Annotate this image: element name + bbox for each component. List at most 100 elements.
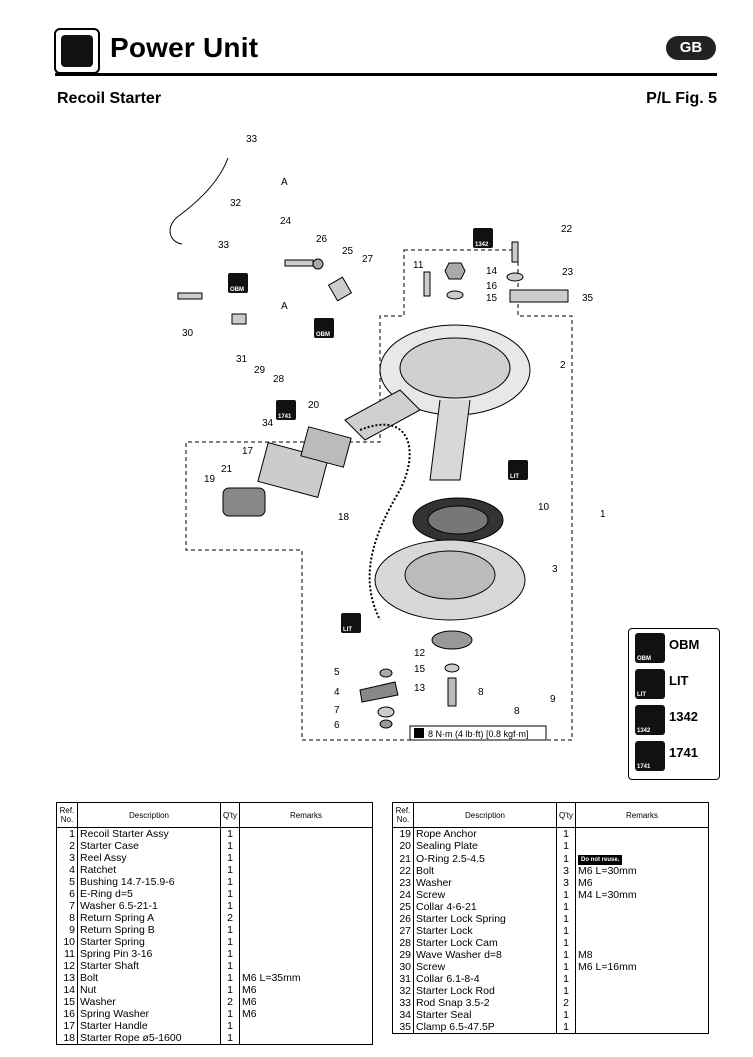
cell-desc: Return Spring A	[77, 912, 221, 924]
callout-27: 27	[362, 254, 374, 265]
cell-qty: 1	[556, 925, 576, 937]
cell-ref: 27	[392, 925, 414, 937]
torque-spec: 8 N·m (4 lb·ft) [0.8 kgf·m]	[428, 729, 529, 739]
cell-ref: 16	[56, 1008, 78, 1020]
torque-box	[409, 725, 547, 741]
cell-qty: 2	[220, 912, 240, 924]
callout-5: 5	[334, 667, 340, 678]
cell-qty: 1	[556, 1009, 576, 1021]
callout-a: A	[281, 177, 288, 188]
cell-qty: 1	[556, 827, 576, 840]
cell-rem: M6 L=16mm	[574, 961, 709, 973]
cell-qty: 1	[220, 972, 240, 984]
cell-ref: 6	[56, 888, 78, 900]
cell-ref: 18	[56, 1032, 78, 1045]
cell-ref: 22	[392, 865, 414, 877]
cell-ref: 32	[392, 985, 414, 997]
cell-desc: Bolt	[413, 865, 557, 877]
cell-ref: 24	[392, 889, 414, 901]
locktite-1342-icon: 1342	[635, 705, 665, 735]
cell-ref: 11	[56, 948, 78, 960]
cell-qty: 1	[220, 840, 240, 852]
cell-desc: O-Ring 2.5-4.5	[413, 852, 557, 865]
cell-qty: 1	[556, 973, 576, 985]
cell-desc: Washer	[77, 996, 221, 1008]
callout-3: 3	[552, 564, 558, 575]
callout-34: 34	[262, 418, 274, 429]
figure-number: P/L Fig. 5	[646, 90, 717, 107]
col-description: Description	[413, 802, 557, 828]
cell-rem	[238, 912, 373, 924]
badge-lit-icon	[508, 460, 528, 480]
callout-17: 17	[242, 446, 254, 457]
callout-9: 9	[550, 694, 556, 705]
cell-qty: 1	[556, 985, 576, 997]
cell-desc: Starter Handle	[77, 1020, 221, 1032]
legend-item-1342: 1342 1342	[635, 705, 715, 737]
cell-qty: 1	[556, 1021, 576, 1034]
cell-qty: 1	[220, 984, 240, 996]
cell-qty: 1	[220, 1020, 240, 1032]
cell-qty: 1	[556, 913, 576, 925]
cell-ref: 14	[56, 984, 78, 996]
badge-1342-icon	[473, 228, 493, 248]
cell-qty: 1	[220, 1008, 240, 1020]
cell-rem	[574, 1009, 709, 1021]
cell-rem: M4 L=30mm	[574, 889, 709, 901]
cell-desc: Collar 6.1-8-4	[413, 973, 557, 985]
cell-ref: 33	[392, 997, 414, 1009]
cell-qty: 1	[556, 937, 576, 949]
cell-qty: 1	[220, 924, 240, 936]
callout-24: 24	[280, 216, 292, 227]
cell-desc: Screw	[413, 961, 557, 973]
callout-2: 2	[560, 360, 566, 371]
cell-desc: Ratchet	[77, 864, 221, 876]
callout-29: 29	[254, 365, 266, 376]
cell-ref: 10	[56, 936, 78, 948]
cell-ref: 12	[56, 960, 78, 972]
cell-rem: M6	[238, 984, 373, 996]
cell-rem: M6	[238, 1008, 373, 1020]
cell-rem	[574, 937, 709, 949]
cell-qty: 1	[220, 936, 240, 948]
section-icon	[54, 28, 100, 74]
legend-item-obm: OBM OBM	[635, 633, 715, 665]
cell-ref: 19	[392, 827, 414, 840]
col-ref: Ref. No.	[392, 802, 414, 828]
cell-qty: 1	[220, 900, 240, 912]
cell-qty: 1	[220, 948, 240, 960]
cell-desc: Starter Lock	[413, 925, 557, 937]
callout-13: 13	[414, 683, 426, 694]
callout-22: 22	[561, 224, 573, 235]
cell-ref: 4	[56, 864, 78, 876]
callout-25: 25	[342, 246, 354, 257]
cell-qty: 3	[556, 877, 576, 889]
cell-ref: 34	[392, 1009, 414, 1021]
callout-12: 12	[414, 648, 426, 659]
col-qty: Q'ty	[556, 802, 576, 828]
cell-rem: M6	[238, 996, 373, 1008]
cell-ref: 23	[392, 877, 414, 889]
callout-4: 4	[334, 687, 340, 698]
cell-rem	[238, 852, 373, 864]
do-not-reuse-badge: Do not reuse.	[577, 855, 623, 865]
cell-rem	[574, 1021, 709, 1034]
cell-rem	[574, 997, 709, 1009]
cell-desc: Starter Rope ø5-1600	[77, 1032, 221, 1045]
cell-ref: 30	[392, 961, 414, 973]
